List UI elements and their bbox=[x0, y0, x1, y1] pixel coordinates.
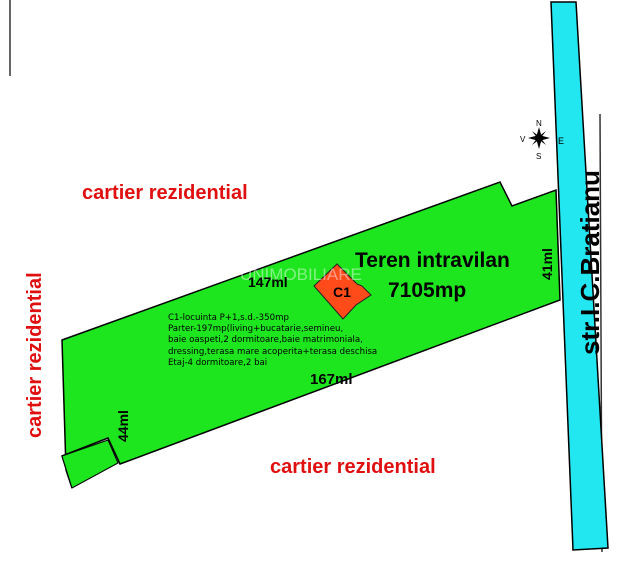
side-length-left: 44ml bbox=[115, 410, 131, 442]
compass-w: V bbox=[520, 135, 526, 144]
side-length-top: 147ml bbox=[248, 274, 288, 290]
plot-area: 7105mp bbox=[388, 279, 466, 302]
side-length-right: 41ml bbox=[539, 248, 555, 280]
description-line: baie oaspeti,2 dormitoare,baie matrimoni… bbox=[168, 335, 363, 345]
description-line: Parter-197mp(living+bucatarie,semineu, bbox=[168, 324, 343, 334]
side-length-bottom: 167ml bbox=[310, 371, 353, 388]
building-label: C1 bbox=[333, 284, 351, 300]
compass-e: E bbox=[558, 136, 564, 146]
compass-rose-icon: N S E V bbox=[520, 119, 564, 161]
street-label: str.I.C.Bratianu bbox=[575, 170, 605, 355]
building-description: C1-locuinta P+1,s.d.-350mp Parter-197mp(… bbox=[168, 313, 377, 368]
compass-n: N bbox=[536, 119, 542, 128]
area-label-north: cartier rezidential bbox=[82, 182, 248, 204]
compass-s: S bbox=[536, 152, 541, 161]
description-line: dressing,terasa mare acoperita+terasa de… bbox=[168, 347, 377, 357]
plot-title: Teren intravilan bbox=[355, 249, 510, 272]
description-line: Etaj-4 dormitoare,2 bai bbox=[168, 358, 267, 368]
watermark: UNIMOBILIARE bbox=[240, 265, 362, 284]
land-plot-left-tail bbox=[61, 439, 119, 489]
area-label-south: cartier rezidential bbox=[270, 456, 436, 478]
road-strip bbox=[550, 1, 609, 551]
description-line: C1-locuinta P+1,s.d.-350mp bbox=[168, 313, 289, 323]
building-c1 bbox=[313, 263, 372, 320]
area-label-west: cartier rezidential bbox=[24, 272, 46, 438]
